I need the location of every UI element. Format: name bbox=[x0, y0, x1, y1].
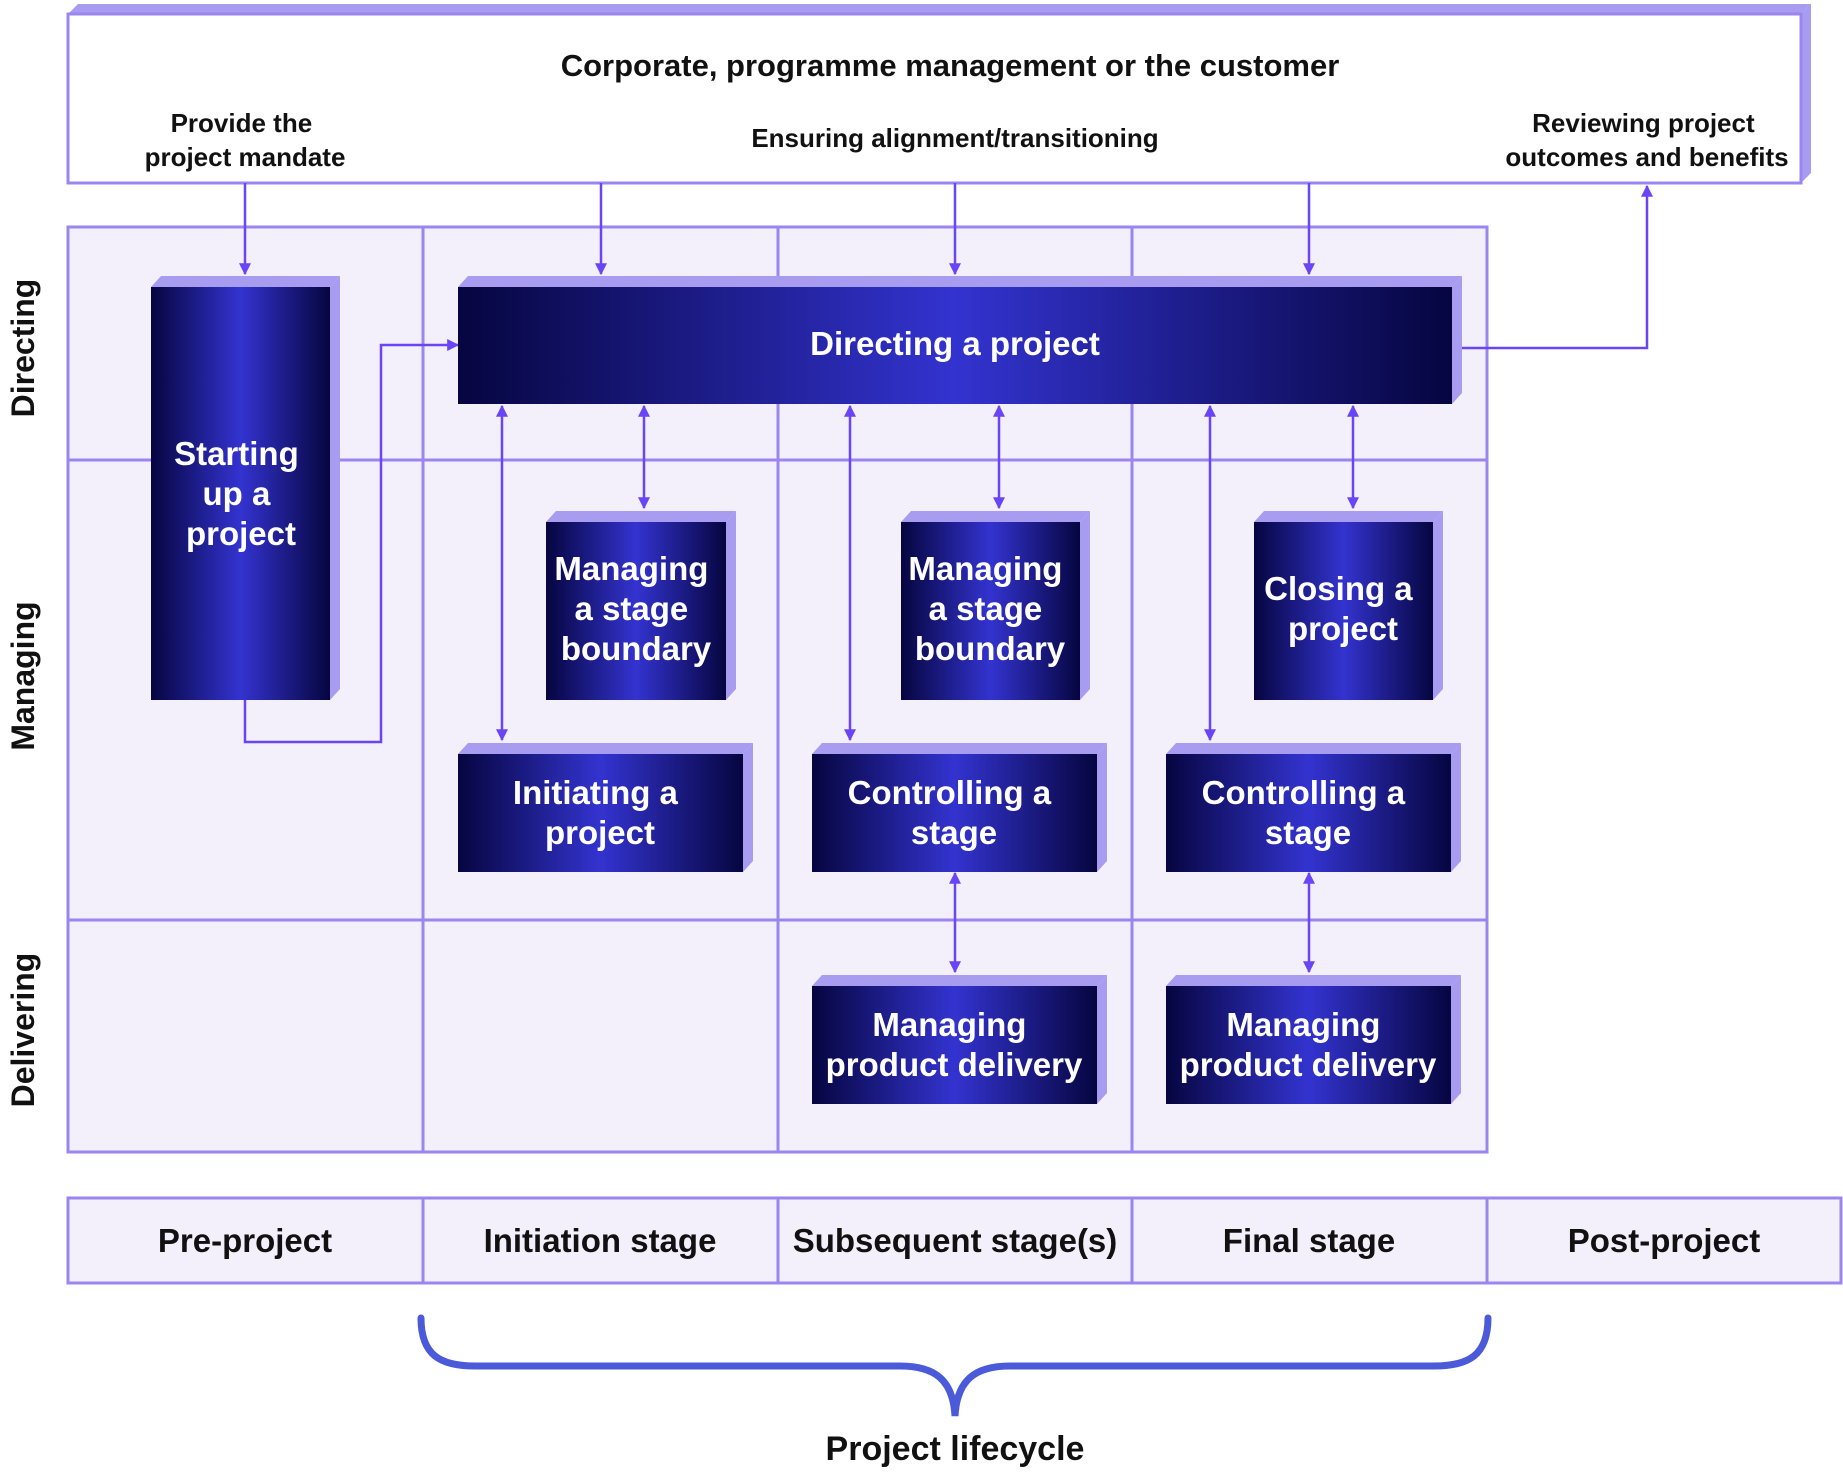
process-label-line: a stage bbox=[929, 590, 1043, 627]
row-label-directing: Directing bbox=[5, 279, 41, 418]
process-label-cs2: Controlling a stage bbox=[1202, 774, 1415, 851]
process-label-cs1: Controlling a stage bbox=[848, 774, 1061, 851]
process-label-line: boundary bbox=[915, 630, 1066, 667]
process-box-initiating bbox=[458, 743, 753, 872]
process-label-msb2: Managing a stage boundary bbox=[908, 550, 1071, 667]
process-label-line: project bbox=[545, 814, 655, 851]
process-label-line: project bbox=[1288, 610, 1398, 647]
row-label-delivering: Delivering bbox=[5, 953, 41, 1108]
process-box-mpd1 bbox=[812, 975, 1107, 1104]
process-box-starting-up bbox=[151, 276, 340, 700]
process-label-line: stage bbox=[1265, 814, 1351, 851]
process-box-cs1 bbox=[812, 743, 1107, 872]
process-label-line: product delivery bbox=[1180, 1046, 1437, 1083]
process-label-line: Managing bbox=[908, 550, 1062, 587]
label-reviewing-line: outcomes and benefits bbox=[1505, 142, 1788, 172]
banner-title: Corporate, programme management or the c… bbox=[561, 48, 1340, 83]
label-mandate-line: project mandate bbox=[145, 142, 346, 172]
process-label-line: Managing bbox=[872, 1006, 1026, 1043]
process-label-line: Controlling a bbox=[848, 774, 1052, 811]
arrow-directing-to-reviewing bbox=[1462, 184, 1653, 350]
stage-bar bbox=[66, 1196, 1843, 1285]
process-label-line: up a bbox=[202, 475, 270, 512]
process-label-starting-up: Starting up a project bbox=[174, 435, 308, 552]
label-alignment: Ensuring alignment/transitioning bbox=[751, 123, 1158, 153]
stage-label-initiation: Initiation stage bbox=[484, 1222, 717, 1259]
lifecycle-brace bbox=[417, 1314, 1492, 1417]
connectors bbox=[239, 183, 1653, 974]
process-label-line: Managing bbox=[1226, 1006, 1380, 1043]
process-label-mpd2: Managing product delivery bbox=[1180, 1006, 1437, 1083]
process-label-msb1: Managing a stage boundary bbox=[554, 550, 717, 667]
label-reviewing: Reviewing project outcomes and benefits bbox=[1505, 108, 1788, 172]
label-reviewing-line: Reviewing project bbox=[1532, 108, 1755, 138]
label-mandate: Provide the project mandate bbox=[145, 108, 346, 172]
lifecycle-label: Project lifecycle bbox=[826, 1430, 1085, 1468]
process-label-line: boundary bbox=[561, 630, 712, 667]
process-label-line: Controlling a bbox=[1202, 774, 1406, 811]
process-label-closing: Closing a project bbox=[1264, 570, 1422, 647]
process-box-msb1 bbox=[546, 511, 736, 700]
process-box-mpd2 bbox=[1166, 975, 1461, 1104]
stage-label-final: Final stage bbox=[1223, 1222, 1395, 1259]
label-mandate-line: Provide the bbox=[171, 108, 313, 138]
process-box-cs2 bbox=[1166, 743, 1461, 872]
process-label-directing: Directing a project bbox=[810, 325, 1100, 362]
process-label-line: project bbox=[186, 515, 296, 552]
process-label-line: Initiating a bbox=[513, 774, 679, 811]
stage-label-post-project: Post-project bbox=[1568, 1222, 1761, 1259]
process-box-msb2 bbox=[901, 511, 1090, 700]
process-label-initiating: Initiating a project bbox=[513, 774, 687, 851]
row-label-managing: Managing bbox=[5, 601, 41, 750]
stage-label-subsequent: Subsequent stage(s) bbox=[793, 1222, 1118, 1259]
process-box-closing bbox=[1254, 511, 1443, 700]
stage-label-pre-project: Pre-project bbox=[158, 1222, 332, 1259]
process-label-line: Closing a bbox=[1264, 570, 1413, 607]
process-label-line: a stage bbox=[575, 590, 689, 627]
process-label-line: stage bbox=[911, 814, 997, 851]
process-label-line: Managing bbox=[554, 550, 708, 587]
process-label-mpd1: Managing product delivery bbox=[826, 1006, 1083, 1083]
process-box-directing bbox=[458, 276, 1462, 404]
arrow-starting-to-directing bbox=[243, 339, 460, 744]
process-label-line: product delivery bbox=[826, 1046, 1083, 1083]
customer-banner bbox=[66, 4, 1811, 185]
process-label-line: Starting bbox=[174, 435, 299, 472]
